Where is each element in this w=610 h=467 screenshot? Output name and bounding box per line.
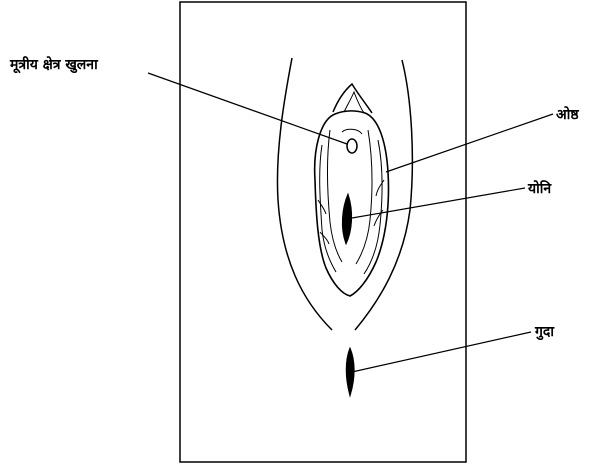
labia-fold-left-2 (327, 130, 342, 262)
left-thigh-contour (277, 58, 332, 330)
label-urethral-opening: मूत्रीय क्षेत्र खुलना (10, 58, 98, 72)
label-lips: ओष्ठ (556, 108, 579, 122)
diagram-frame (180, 2, 466, 462)
leader-vagina (352, 188, 525, 218)
label-anus: गुदा (535, 325, 554, 339)
labia-fold-right-2 (356, 130, 372, 264)
label-vagina: योनि (528, 182, 551, 196)
urethral-fold (342, 129, 362, 134)
leader-anus (352, 332, 531, 372)
leader-urethral-opening (148, 73, 347, 144)
urethral-opening-mark (347, 139, 357, 153)
vaginal-opening-mark (342, 194, 351, 244)
clitoral-hood-inner (344, 92, 364, 113)
clitoral-hood (333, 84, 372, 113)
